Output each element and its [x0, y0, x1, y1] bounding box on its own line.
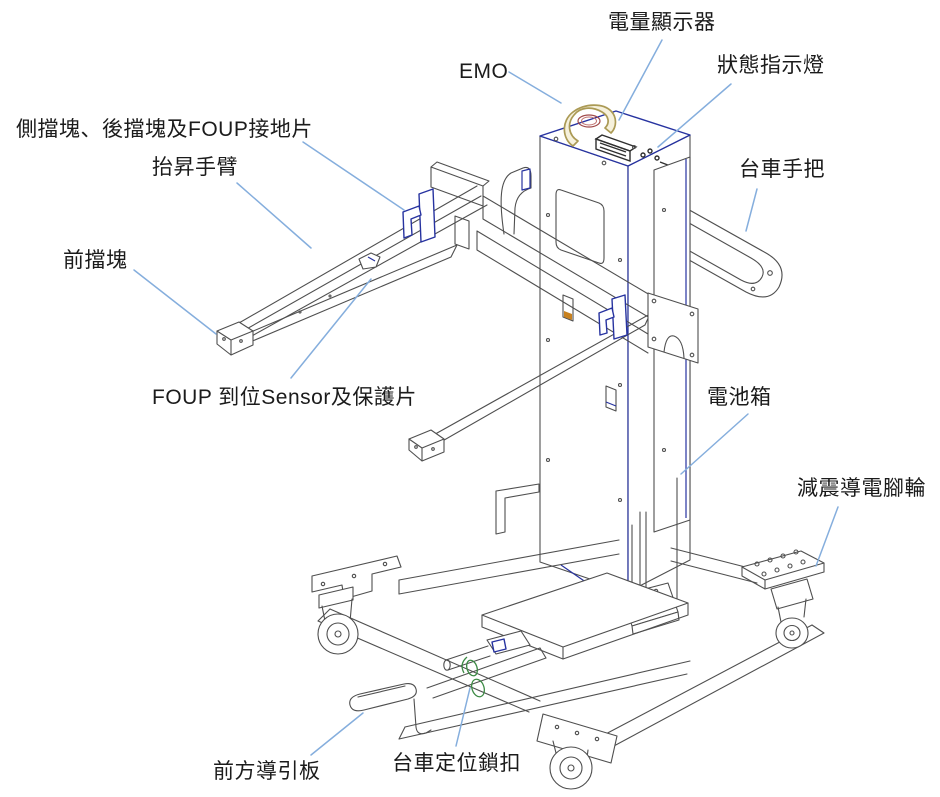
label-status-indicator-light: 狀態指示燈 [717, 54, 825, 77]
leader-cart-handle [745, 188, 758, 232]
side-stopper-clamp-2 [598, 294, 628, 340]
leader-emo [508, 71, 562, 104]
lift-fork [216, 161, 699, 535]
label-foup-in-position-sensor-guard: FOUP 到位Sensor及保護片 [152, 386, 417, 409]
leader-lift-arm [236, 182, 312, 249]
label-front-stopper: 前擋塊 [63, 249, 128, 272]
label-shock-absorbing-conductive-caster: 減震導電腳輪 [797, 477, 926, 500]
foup-sensor-bracket [358, 252, 381, 270]
shock-caster [741, 549, 825, 649]
control-head [553, 104, 674, 168]
leader-cart-positioning-lock [455, 687, 471, 747]
label-battery-box: 電池箱 [707, 386, 772, 409]
fork-support-bracket [495, 483, 540, 535]
label-emo: EMO [459, 60, 509, 83]
front-guide-plate-paddle [349, 683, 417, 712]
leader-side-rear-stopper-foup-ground [302, 141, 405, 211]
label-cart-positioning-lock: 台車定位鎖扣 [392, 752, 521, 775]
leader-shock-absorbing-conductive-caster [815, 506, 839, 567]
front-guide-arm [349, 647, 547, 735]
emo-button [577, 114, 601, 128]
label-battery-level-display: 電量顯示器 [608, 11, 716, 34]
leader-front-guide-plate [310, 712, 364, 756]
leader-front-stopper [133, 269, 217, 335]
label-front-guide-plate: 前方導引板 [213, 760, 321, 783]
leader-status-indicator-light [657, 83, 732, 148]
bottom-caster [536, 713, 618, 790]
rear-loop-handle [500, 166, 532, 235]
leader-battery-level-display [618, 39, 663, 121]
positioning-lock [443, 630, 531, 698]
leader-foup-in-position-sensor-guard [290, 278, 372, 379]
tower-door-panel [555, 189, 605, 264]
fork-carriage-plate [647, 292, 699, 364]
label-cart-handle: 台車手把 [739, 158, 825, 181]
leader-battery-box [680, 413, 749, 475]
label-side-rear-stopper-foup-ground: 側擋塊、後擋塊及FOUP接地片 [16, 118, 313, 141]
label-lift-arm: 抬昇手臂 [152, 156, 238, 179]
leader-lines [133, 39, 839, 756]
emo-guard [563, 104, 617, 147]
left-caster [311, 555, 402, 655]
side-stopper-clamp [402, 188, 436, 243]
left-lift-arm [216, 185, 488, 356]
